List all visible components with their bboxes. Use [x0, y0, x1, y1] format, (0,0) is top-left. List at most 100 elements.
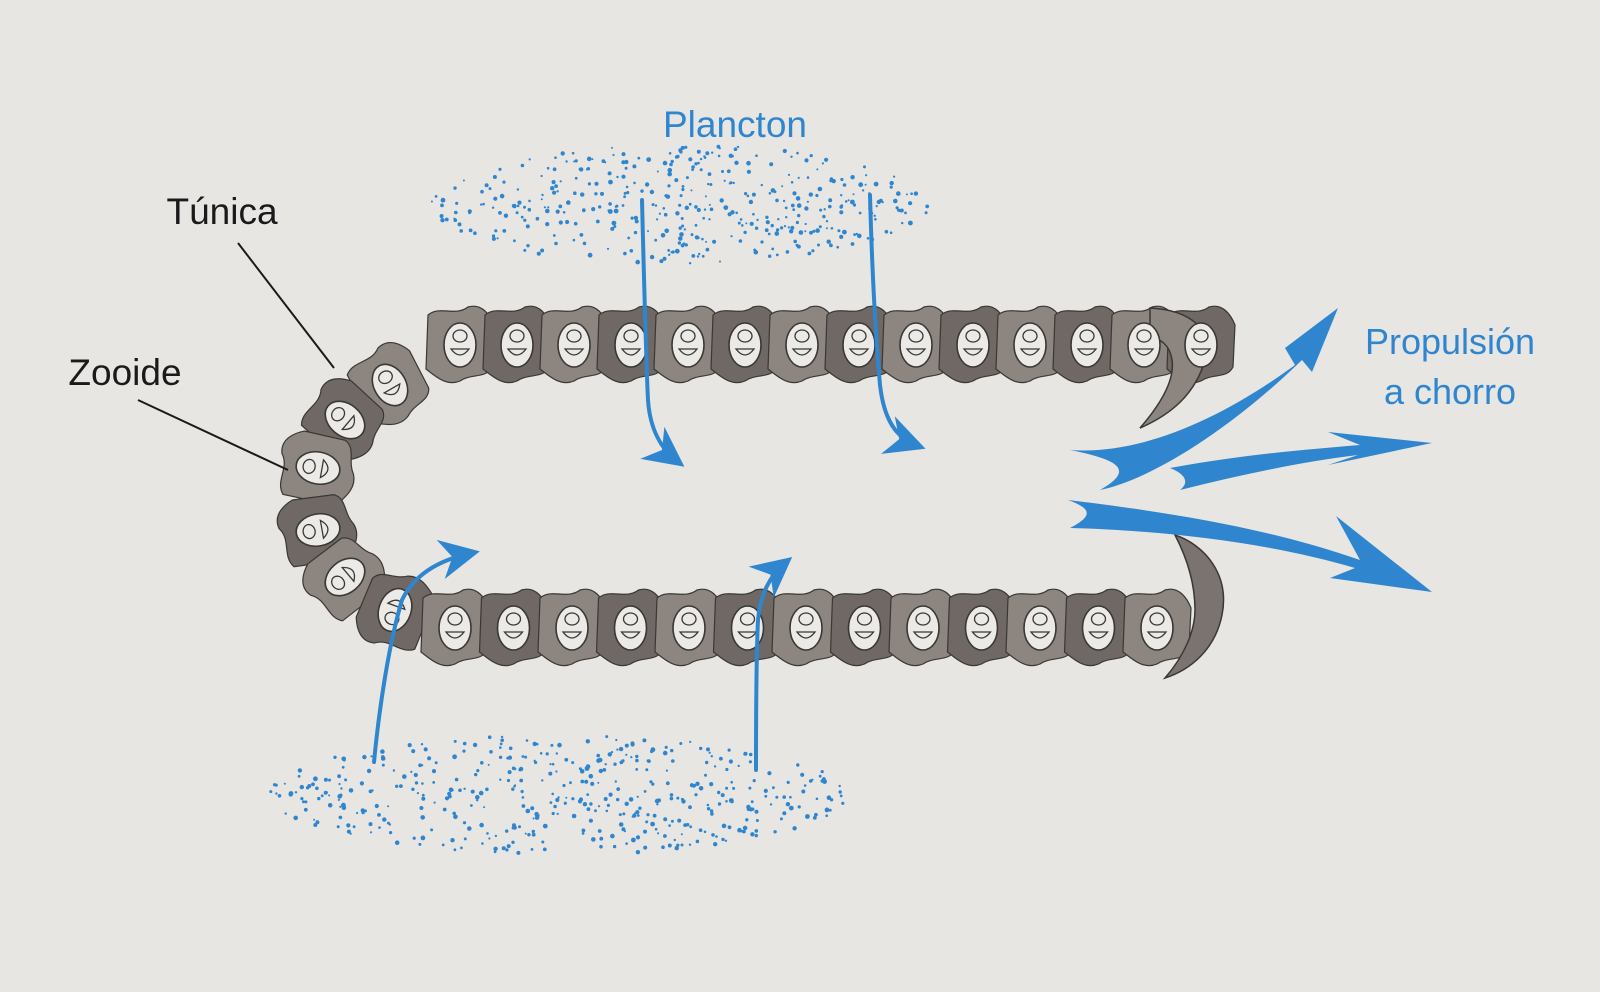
plankton-dot	[313, 818, 316, 821]
plankton-dot	[362, 754, 367, 760]
plankton-dot	[693, 784, 697, 787]
plankton-dot	[430, 828, 434, 832]
plankton-dot	[669, 793, 674, 797]
plankton-dot	[571, 797, 575, 801]
zooid-icon	[1140, 605, 1174, 651]
zooid-icon	[324, 557, 366, 597]
plankton-dot	[699, 168, 703, 172]
plankton-dot	[725, 767, 729, 772]
plankton-dot	[440, 197, 446, 203]
plankton-dot	[598, 205, 602, 209]
plankton-dot	[796, 151, 799, 155]
plankton-dot	[557, 742, 562, 748]
plankton-dot	[649, 189, 655, 195]
plankton-dot	[599, 836, 604, 841]
zooid-icon	[500, 322, 534, 368]
plankton-dot	[573, 221, 578, 226]
plankton-dot	[588, 773, 594, 779]
plankton-dot	[402, 774, 407, 779]
plankton-dot	[453, 739, 457, 743]
plankton-dot	[304, 800, 308, 804]
plankton-dot	[783, 225, 787, 228]
plankton-dot	[642, 738, 647, 743]
plankton-dot	[698, 252, 701, 256]
plankton-dot	[553, 804, 557, 809]
plankton-dot	[690, 189, 693, 192]
plankton-dot	[767, 232, 771, 236]
plankton-dot	[407, 743, 412, 748]
plankton-dot	[678, 203, 682, 207]
plankton-dot	[823, 208, 826, 211]
plankton-dot	[618, 746, 624, 752]
plankton-dot	[444, 217, 449, 222]
plankton-dot	[781, 185, 784, 188]
plankton-dot	[734, 160, 739, 165]
plankton-dot	[787, 173, 791, 176]
plankton-dot	[815, 193, 819, 198]
plankton-dot	[670, 819, 674, 823]
plankton-dot	[635, 810, 640, 815]
plankton-dot	[613, 762, 617, 766]
plankton-dot	[336, 825, 340, 829]
plankton-dot	[481, 842, 484, 845]
plankton-dot	[300, 797, 304, 801]
plankton-dot	[382, 817, 387, 822]
plankton-dot	[769, 803, 773, 806]
plankton-dot	[811, 778, 814, 781]
plankton-dot	[368, 822, 373, 827]
plankton-dot	[725, 786, 729, 790]
plankton-dot	[709, 782, 714, 787]
plankton-dot	[533, 759, 536, 762]
plankton-dot	[633, 215, 639, 221]
plankton-dot	[423, 747, 428, 752]
plankton-dot	[297, 774, 301, 778]
plankton-dot	[524, 832, 527, 835]
plankton-dot	[418, 842, 422, 846]
plankton-dot	[580, 779, 585, 784]
plankton-dot	[339, 805, 342, 808]
plankton-dot	[621, 827, 626, 832]
plankton-dot	[723, 179, 726, 182]
plankton-dot	[737, 827, 742, 833]
plankton-dot	[555, 752, 558, 755]
plankton-dot	[323, 777, 328, 782]
plankton-dot	[540, 198, 543, 201]
plankton-dot	[667, 171, 672, 177]
plankton-dot	[323, 790, 328, 795]
plankton-dot	[804, 158, 809, 163]
zooid-icon	[899, 322, 933, 368]
plankton-dot	[602, 768, 607, 772]
plankton-dot	[678, 226, 682, 230]
plankton-dot	[723, 205, 729, 211]
plankton-dot	[531, 829, 535, 834]
plankton-dot	[328, 794, 331, 797]
plankton-dot	[719, 756, 723, 761]
plankton-dot	[499, 193, 505, 199]
plankton-dot	[506, 778, 511, 783]
plankton-dot	[524, 755, 528, 759]
plankton-dot	[457, 222, 462, 227]
plankton-dot	[411, 787, 415, 791]
plankton-dot	[680, 217, 684, 220]
plankton-dot	[411, 749, 416, 754]
plankton-dot	[581, 832, 585, 835]
plankton-dot	[476, 799, 479, 802]
plankton-dot	[624, 801, 629, 806]
plankton-dot	[359, 781, 364, 786]
plankton-dot	[884, 229, 889, 234]
plankton-dot	[442, 807, 447, 812]
plankton-dot	[896, 191, 901, 196]
plankton-dot	[840, 194, 843, 197]
plankton-dot	[836, 245, 839, 249]
plankton-dot	[676, 843, 680, 847]
plankton-dot	[850, 199, 855, 205]
plankton-dot	[527, 207, 532, 212]
plankton-dot	[483, 806, 486, 809]
plankton-dot	[774, 231, 780, 236]
plankton-dot	[743, 230, 747, 235]
plankton-dot	[717, 802, 722, 806]
plankton-dot	[452, 754, 457, 760]
plankton-dot	[337, 798, 340, 802]
plankton-dot	[625, 842, 628, 845]
plankton-dot	[728, 759, 734, 764]
